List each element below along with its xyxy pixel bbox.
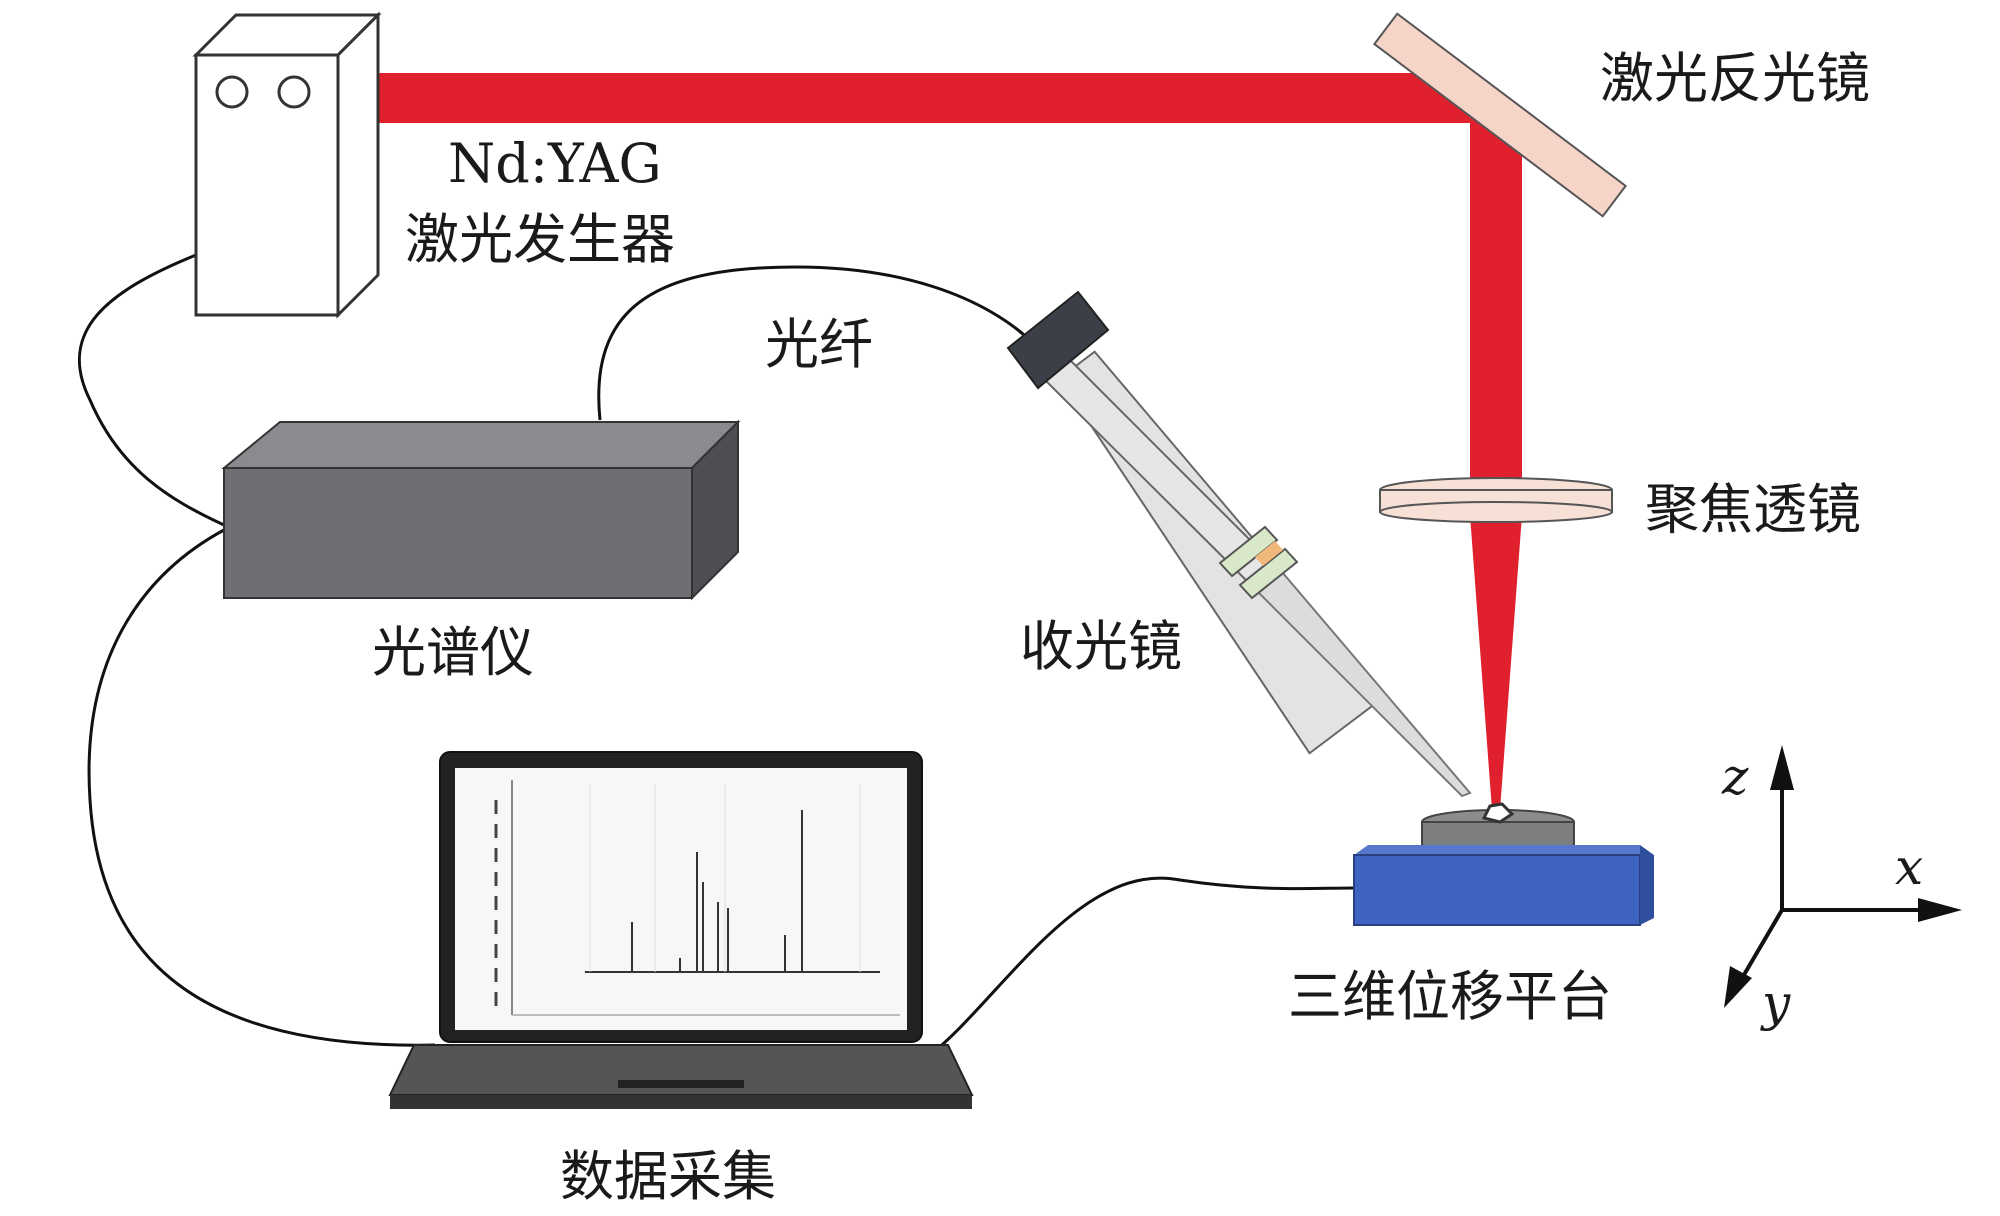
z-arrow-icon xyxy=(1770,745,1794,790)
laser-mirror xyxy=(1372,12,1628,218)
axis-label-x: x xyxy=(1895,838,1924,896)
label-data-acquisition: 数据采集 xyxy=(560,1145,776,1208)
laptop-icon xyxy=(388,751,974,1109)
laser-beam-focused xyxy=(1470,515,1522,810)
y-arrow-icon xyxy=(1724,966,1752,1008)
label-stage: 三维位移平台 xyxy=(1288,965,1612,1028)
label-spectrometer: 光谱仪 xyxy=(372,621,534,684)
label-focus-lens: 聚焦透镜 xyxy=(1645,478,1861,541)
axis-label-z: z xyxy=(1722,748,1749,806)
axis-label-y: y xyxy=(1762,974,1791,1032)
focus-lens xyxy=(1379,477,1613,523)
label-fiber: 光纤 xyxy=(765,313,873,376)
coordinate-axes xyxy=(1724,745,1962,1008)
laser-beam-horizontal xyxy=(378,73,1470,123)
label-laser-model: Nd:YAG xyxy=(448,132,662,195)
collector-probe xyxy=(1006,290,1472,798)
label-collector-lens: 收光镜 xyxy=(1020,615,1182,678)
stage-platform xyxy=(1353,845,1654,926)
x-arrow-icon xyxy=(1918,898,1962,922)
label-mirror: 激光反光镜 xyxy=(1600,47,1870,110)
cable-laser-to-spectrometer xyxy=(77,253,225,527)
cable-laptop-to-stage xyxy=(929,876,1356,1057)
laser-generator-icon xyxy=(192,11,382,319)
spectrometer-icon xyxy=(221,419,741,601)
cable-spectrometer-to-laptop xyxy=(87,528,436,1047)
laser-beam-vertical xyxy=(1470,118,1522,488)
fiber-cable xyxy=(597,265,1037,421)
label-laser-generator: 激光发生器 xyxy=(405,208,675,271)
spectrum-plot xyxy=(494,780,900,1016)
